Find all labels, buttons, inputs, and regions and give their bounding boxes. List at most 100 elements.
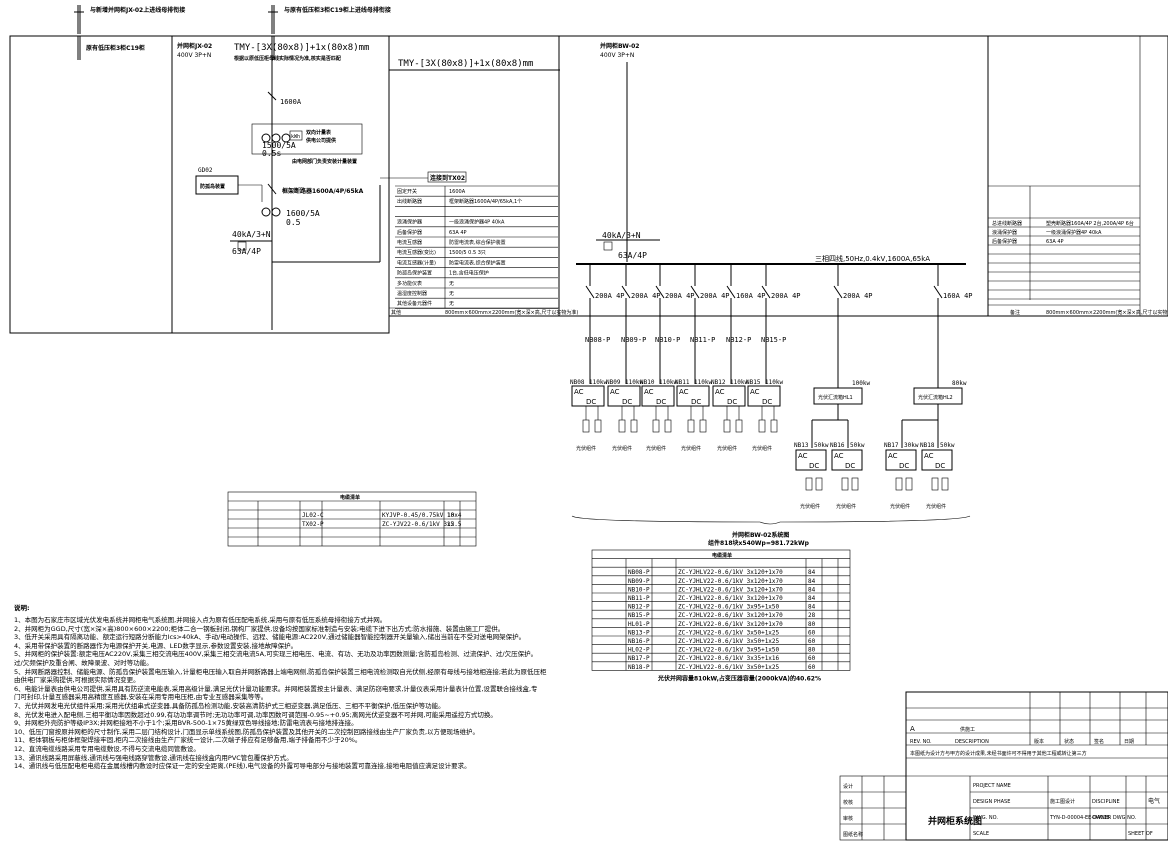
inverter-kw: 50kw [850, 442, 865, 449]
ptable-key: 电流互感器 [397, 239, 422, 246]
ctable2-spec: ZC-YJHLV22-0.6/1kV 3x35+1x16 [678, 655, 780, 662]
ptable-value: 无 [449, 301, 454, 307]
note-line: 12、直流电缆线路采用专用电缆敷设,不得与交流电缆同管敷设。 [14, 745, 200, 753]
ptable-dims: 800mm×600mm×2200mm(宽×深×高,尺寸以实物为准) [445, 309, 578, 316]
ctable2-code: NB15-P [628, 612, 650, 619]
discipline-label: DISCIPLINE [1092, 799, 1120, 805]
ctable2-len: 80 [808, 647, 816, 654]
ptable-value: 一级浪涌保护器4P 40kA [449, 219, 505, 226]
ctable2-spec: ZC-YJHLV22-0.6/1kV 3x95+1x50 [678, 604, 780, 611]
jx02-ct2-class: 0.5 [286, 218, 301, 227]
ctable2-footer: 光伏并网容量810kW,占变压器容量(2000kVA)的40.62% [657, 674, 821, 682]
inverter-ac: AC [888, 452, 898, 460]
ptable-label-left: 其他 [391, 309, 401, 316]
ctable2-len: 60 [808, 638, 816, 645]
bus-label: 三相四线,50Hz,0.4kV,1600A,65kA [815, 254, 930, 263]
title-block: A 供施工 REV. NO. DESCRIPTION 版本 状态 签名 日期 本… [839, 691, 1168, 841]
ctable2-code: HL01-P [628, 621, 650, 628]
ptable-value: 框架断路器1600A/4P/65kA,1个 [449, 198, 522, 205]
breaker-rating: 160A 4P [736, 292, 766, 300]
inverter-dc: DC [622, 398, 632, 406]
ctable1-spec: ZC-YJV22-0.6/1kV 3x2.5 [382, 521, 462, 528]
meter-note-3: 由电网部门负责安装计量装置 [292, 158, 357, 165]
pv-string [723, 419, 731, 433]
ptable-key: 电流互感器(变比) [397, 249, 436, 256]
inverter-kw: 110kw [625, 379, 643, 386]
ctable2-spec: ZC-YJHLV22-0.6/1kV 3x120+1x70 [678, 612, 783, 619]
ctable2-spec: ZC-YJHLV22-0.6/1kV 3x120+1x70 [678, 569, 783, 576]
feeder-label: NB10-P [655, 336, 680, 344]
pv-label: 光伏组件 [836, 503, 856, 510]
ptable-key: 温湿度控制器 [397, 290, 427, 297]
inverter-dc: DC [899, 462, 909, 470]
breaker-symbol [761, 285, 771, 299]
ptable-key: 电流互感器(计量) [397, 259, 436, 266]
pv-string [652, 419, 660, 433]
meter-note-2: 供电公司提供 [305, 137, 336, 144]
inverter-box [607, 385, 641, 407]
breaker-rating: 200A 4P [595, 292, 625, 300]
pv-label: 光伏组件 [800, 503, 820, 510]
inverter-box [885, 449, 917, 471]
pv-string [931, 477, 939, 491]
ptable-value: 无 [449, 281, 454, 287]
inverter-name: NB17 [884, 442, 899, 449]
note-line: 6、电能计量表由供电公司提供,采用具有防逆流电能表,采用高级计量,满足光伏计量功… [14, 684, 538, 693]
pv-string [895, 477, 903, 491]
top-left-label: 与新增并网柜JX-02上进线母排衔接 [90, 6, 185, 14]
rtable-value: 塑壳断路器160A/4P 2台,200A/4P 6台 [1046, 220, 1134, 227]
ctable2-spec: ZC-YJHLV22-0.6/1kV 3x95+1x50 [678, 647, 780, 654]
breaker-symbol [933, 285, 943, 299]
ctable2-len: 60 [808, 664, 816, 671]
breaker-rating: 200A 4P [771, 292, 801, 300]
ctable2-code: NB10-P [628, 586, 650, 593]
ctable1-code: JL02-C [302, 512, 324, 519]
note-line: 门可封印,计量互感器采用高精度互感器,安装在采用专用电压柜,由专业互感器采集等等… [14, 693, 268, 702]
rtable-key: 后备保护器 [992, 238, 1017, 245]
dwg-label: DWG. NO. [973, 815, 998, 821]
desc-label: DESCRIPTION [955, 739, 989, 745]
breaker-symbol [655, 285, 665, 299]
ctable2-len: 84 [808, 595, 816, 602]
combiner-kw: 80kw [952, 380, 967, 387]
pv-string [815, 477, 823, 491]
feeder-label: NB09-P [621, 336, 646, 344]
ptable-value: 1台,含低电压保护 [449, 270, 489, 277]
ctable2-spec: ZC-YJHLV22-0.6/1kV 3x120+1x70 [678, 595, 783, 602]
pv-string [941, 477, 949, 491]
company-note: 本图纸为设计方与甲方的设计成果,未经书面许可不得用于其他工程或转让第三方 [910, 750, 1087, 757]
ctable1-spec: KYJVP-0.45/0.75kV 10x4 [382, 512, 462, 519]
ctable2-spec: ZC-YJHLV22-0.6/1kV 3x120+1x70 [678, 621, 783, 628]
inverter-name: NB12 [711, 379, 726, 386]
scale-label: SCALE [973, 831, 989, 837]
drawing-number: TYN-D-00004-EE-D4008 [1049, 815, 1110, 821]
inverter-name: NB16 [830, 442, 845, 449]
jx02-name: 并网柜JX-02 [177, 42, 212, 50]
rtable-label: 备注 [1010, 309, 1020, 316]
sig-label: 签名 [1094, 738, 1104, 745]
ctable2-len: 84 [808, 604, 816, 611]
ctable2-len: 28 [808, 612, 816, 619]
rtable-dims: 800mm×600mm×2200mm(宽×深×高,尺寸以实物为准) [1046, 309, 1168, 316]
inverter-ac: AC [644, 388, 654, 396]
ctable2-spec: ZC-YJHLV22-0.6/1kV 3x50+1x25 [678, 664, 780, 671]
summary-title: 并网柜BW-02系统图 [732, 531, 789, 539]
note-line: 1、本图为石家庄市区域光伏发电系统并网柜电气系统图,并网接入点为原有低压配电系统… [14, 616, 387, 624]
bw02-spec: 400V 3P+N [600, 52, 634, 59]
jx02-breaker: 框架断路器1600A/4P/65kA [282, 187, 364, 195]
ptable-key: 后备保护器 [397, 229, 422, 236]
ctable1-len: 10 [447, 512, 455, 519]
note-line: 5、并网柜的保护装置:额定电压AC220V,采集三相交流电压400V,采集三相交… [14, 650, 538, 659]
pv-string [664, 419, 672, 433]
rtable-key: 总进线断路器 [992, 220, 1022, 227]
inverter-dc: DC [762, 398, 772, 406]
inverter-ac: AC [715, 388, 725, 396]
pv-string [735, 419, 743, 433]
breaker-symbol [585, 285, 595, 299]
pv-label: 光伏组件 [890, 503, 910, 510]
ctable2-code: NB18-P [628, 664, 650, 671]
ptable-value: 防雷电流表,综合保护装置 [449, 239, 506, 246]
breaker-symbol [726, 285, 736, 299]
revision-mark: A [910, 725, 915, 733]
